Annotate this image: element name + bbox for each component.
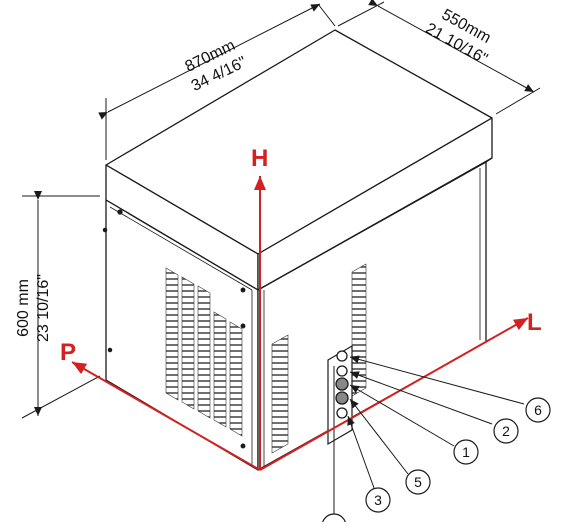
callout-partial: [322, 513, 346, 522]
height-dimension-label: 600 mm 23 10/16": [15, 274, 52, 342]
connection-plate: [327, 344, 353, 446]
callout-1-number: 1: [462, 444, 470, 460]
l-axis-arrow: [259, 317, 529, 471]
connector-6: [336, 350, 348, 362]
p-axis-arrow: [71, 361, 261, 471]
connector-3: [336, 407, 348, 419]
callout-leaders: [333, 355, 525, 514]
left-panel-vents: [165, 267, 243, 437]
depth-dimension-label: 550mm 21 10/16": [423, 6, 494, 68]
connector-1: [335, 377, 349, 391]
callout-2: 2: [493, 418, 519, 444]
callout-6-number: 6: [534, 402, 542, 418]
callout-5: 5: [405, 469, 431, 495]
callout-3: 3: [365, 487, 391, 513]
p-axis-label: P: [60, 339, 76, 366]
connector-5: [335, 391, 349, 405]
dimension-lines: [21, 0, 541, 419]
callout-1: 1: [453, 439, 479, 465]
h-axis-label: H: [251, 145, 268, 172]
connector-2: [336, 365, 348, 377]
callout-3-number: 3: [374, 492, 382, 508]
callout-6: 6: [525, 397, 551, 423]
callout-5-number: 5: [414, 474, 422, 490]
callout-2-number: 2: [502, 423, 510, 439]
machine-body: [102, 29, 493, 471]
l-axis-label: L: [527, 309, 542, 336]
axis-arrows: [71, 176, 529, 471]
height-metric: 600 mm: [15, 279, 32, 337]
height-imperial: 23 10/16": [35, 274, 52, 342]
